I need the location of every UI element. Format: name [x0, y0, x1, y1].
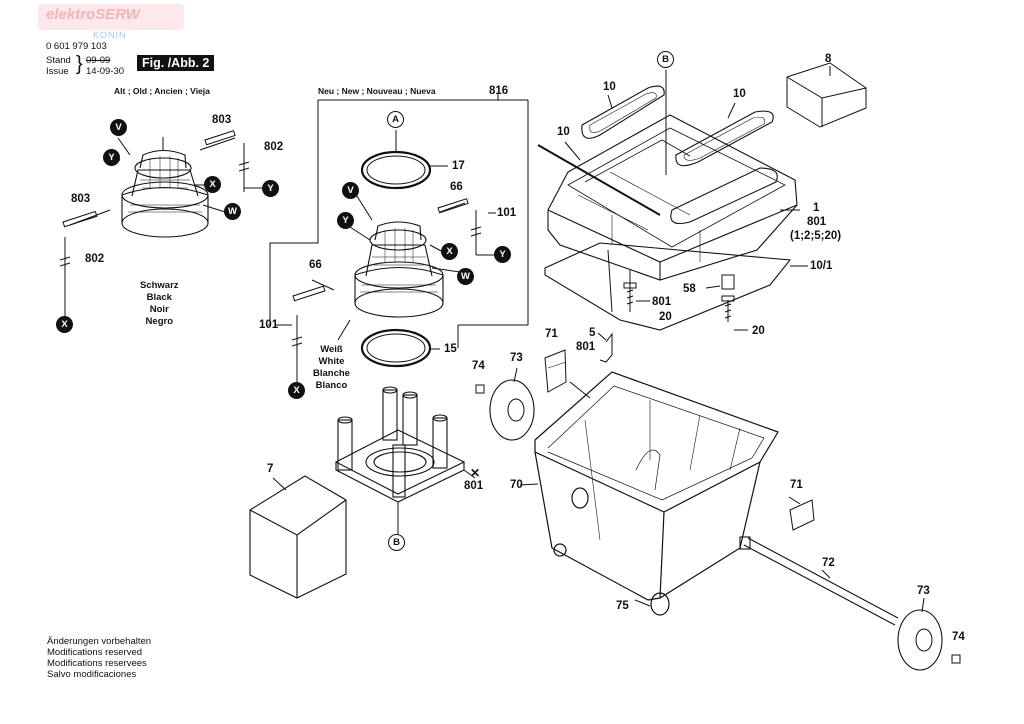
- gasket-10-inner: [670, 167, 778, 225]
- callout-10-c: 10: [557, 126, 570, 138]
- callout-801-filter: 801: [464, 480, 484, 492]
- gasket-10-right: [675, 110, 774, 167]
- wheel-73-right: [897, 609, 943, 671]
- callout-802-bottom: 802: [85, 253, 105, 265]
- new-motor: [354, 221, 444, 318]
- marker-v-old: V: [110, 119, 127, 136]
- callout-73-left: 73: [510, 352, 523, 364]
- callout-801-screw: 801: [652, 296, 672, 308]
- callout-66-left: 66: [309, 259, 322, 271]
- callout-101-left: 101: [259, 319, 279, 331]
- issue-date: 14-09-30: [86, 66, 125, 77]
- figure-label: Fig. /Abb. 2: [137, 55, 215, 71]
- watermark-logo: [38, 4, 184, 30]
- header-brace: }: [76, 53, 83, 75]
- callout-74-right: 74: [952, 631, 965, 643]
- callout-75: 75: [616, 600, 629, 612]
- marker-b-filter: B: [388, 534, 405, 551]
- callout-101-right: 101: [497, 207, 517, 219]
- marker-y-new-left: Y: [337, 212, 354, 229]
- marker-y-old-right: Y: [262, 180, 279, 197]
- marker-x-old-wire: X: [56, 316, 73, 333]
- new-wires: [275, 192, 496, 383]
- filter-7: [249, 475, 347, 599]
- marker-a: A: [387, 111, 404, 128]
- latch-71-top: [544, 349, 567, 393]
- column-old-heading: Alt ; Old ; Ancien ; Vieja: [114, 86, 210, 96]
- marker-w-old: W: [224, 203, 241, 220]
- callout-10-b: 10: [733, 88, 746, 100]
- callout-66-top: 66: [450, 181, 463, 193]
- gasket-10-left: [581, 85, 665, 139]
- callout-72: 72: [822, 557, 835, 569]
- rod-72: [739, 536, 899, 626]
- column-new-heading: Neu ; New ; Nouveau ; Nueva: [318, 86, 436, 96]
- callout-15: 15: [444, 343, 457, 355]
- callout-1: 1: [813, 202, 820, 214]
- callout-801-housing: 801: [807, 216, 827, 228]
- wheel-73-left: [489, 379, 535, 441]
- callout-70: 70: [510, 479, 523, 491]
- motor-housing: [537, 114, 798, 281]
- gasket-15: [360, 328, 432, 368]
- container-70: [534, 371, 779, 616]
- issue-label: Issue: [46, 66, 69, 77]
- marker-b-housing: B: [657, 51, 674, 68]
- filter-holder: [335, 386, 465, 503]
- callout-7: 7: [267, 463, 274, 475]
- callout-802-top: 802: [264, 141, 284, 153]
- watermark-city: KONIN: [93, 30, 127, 40]
- crossed-2-icon: ✕: [470, 466, 481, 480]
- callout-71-bottom: 71: [790, 479, 803, 491]
- wire-color-white: Weiß White Blanche Blanco: [313, 344, 350, 391]
- callout-10-a: 10: [603, 81, 616, 93]
- callout-20-left: 20: [659, 311, 672, 323]
- marker-v-new: V: [342, 182, 359, 199]
- marker-x-old: X: [204, 176, 221, 193]
- gasket-10-1: [544, 242, 792, 331]
- old-date: 09-09: [86, 55, 111, 66]
- callout-8: 8: [825, 53, 832, 65]
- marker-w-new: W: [457, 268, 474, 285]
- marker-y-new-right: Y: [494, 246, 511, 263]
- latch-71-bottom: [789, 499, 815, 531]
- old-wires: [59, 130, 262, 318]
- marker-y-old-left: Y: [103, 149, 120, 166]
- part-number: 0 601 979 103: [46, 41, 107, 52]
- watermark-brand: elektroSERW: [46, 6, 140, 23]
- marker-x-new: X: [441, 243, 458, 260]
- callout-10-1: 10/1: [810, 260, 833, 272]
- callout-803-top: 803: [212, 114, 232, 126]
- callout-71-top: 71: [545, 328, 558, 340]
- callout-73-right: 73: [917, 585, 930, 597]
- callout-17: 17: [452, 160, 465, 172]
- callout-1-variants: (1;2;5;20): [790, 230, 842, 242]
- callout-20-right: 20: [752, 325, 765, 337]
- callout-816: 816: [489, 85, 509, 97]
- old-motor: [121, 149, 209, 238]
- callout-801-latch: 801: [576, 341, 596, 353]
- wire-color-black: Schwarz Black Noir Negro: [140, 280, 179, 327]
- new-group-frame: [268, 100, 319, 326]
- callout-58: 58: [683, 283, 696, 295]
- stand-label: Stand: [46, 55, 71, 66]
- gasket-17: [360, 150, 432, 190]
- marker-x-new-wire: X: [288, 382, 305, 399]
- callout-5: 5: [589, 327, 596, 339]
- part-8-block: [786, 62, 867, 128]
- callout-803-bottom: 803: [71, 193, 91, 205]
- footer-notes: Änderungen vorbehalten Modifications res…: [47, 636, 152, 680]
- callout-74-left: 74: [472, 360, 485, 372]
